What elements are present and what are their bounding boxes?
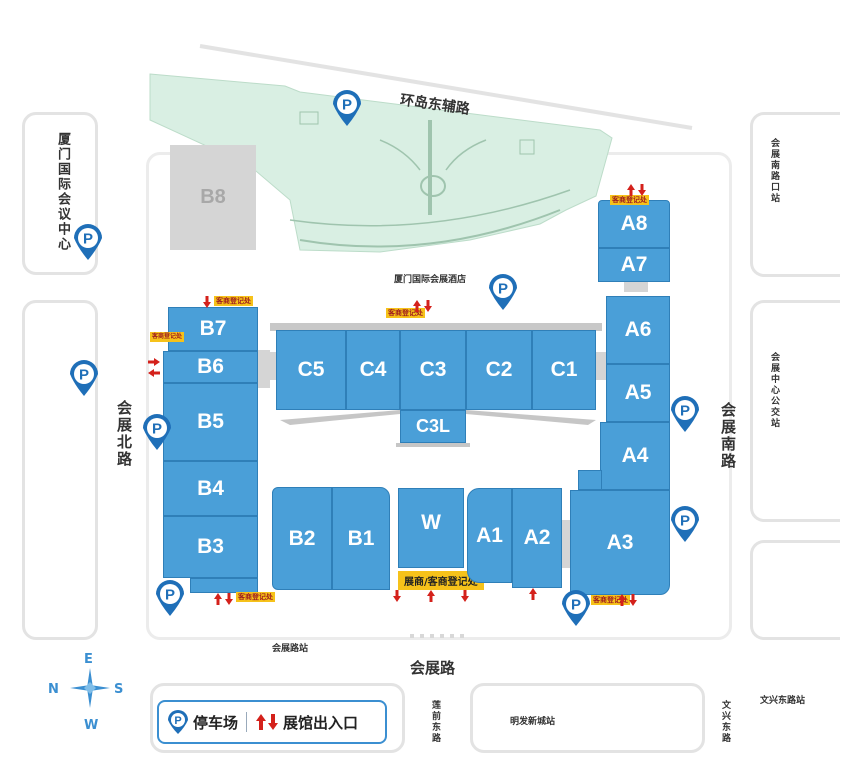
legend: P 停车场 展馆出入口	[157, 700, 387, 744]
hall-a6[interactable]: A6	[606, 296, 670, 364]
hall-a1-label: A1	[476, 523, 503, 547]
block-west	[22, 300, 98, 640]
hall-c5-label: C5	[297, 358, 325, 381]
hall-c4[interactable]: C4	[346, 330, 400, 410]
compass-rose	[70, 668, 110, 708]
block-south-mid	[470, 683, 705, 753]
compass-e: E	[84, 652, 93, 667]
road-east: 会展南路	[719, 402, 737, 470]
hall-c2[interactable]: C2	[466, 330, 532, 410]
hall-c3[interactable]: C3	[400, 330, 466, 410]
hall-a4[interactable]: A4	[600, 422, 670, 490]
hall-c3l[interactable]: C3L	[400, 410, 466, 443]
hall-b2[interactable]: B2	[272, 487, 332, 590]
c-roof	[270, 323, 602, 331]
legend-entrance-label: 展馆出入口	[283, 713, 359, 732]
hall-a4-label: A4	[621, 444, 649, 467]
hall-b1-label: B1	[347, 526, 375, 550]
road-west: 会展北路	[115, 400, 133, 468]
svg-text:P: P	[174, 715, 181, 727]
hall-w-label: W	[421, 511, 441, 534]
hall-b5[interactable]: B5	[163, 383, 258, 461]
hall-b8-label: B8	[200, 186, 226, 208]
hall-b7[interactable]: B7	[168, 307, 258, 351]
hall-a8[interactable]: A8	[598, 200, 670, 248]
compass-n: N	[48, 682, 59, 697]
hall-b1[interactable]: B1	[332, 487, 390, 590]
hall-a4-annex	[578, 470, 602, 490]
block-east-top	[750, 112, 840, 277]
hall-c3l-label: C3L	[415, 416, 450, 436]
hall-b7-label: B7	[199, 317, 227, 340]
hall-b3-label: B3	[197, 535, 224, 558]
c-east-annex	[596, 352, 608, 380]
legend-entrance-icon	[256, 714, 279, 730]
legend-parking-icon: P	[168, 710, 188, 734]
hall-b3-annex	[190, 578, 258, 593]
hall-a8-label: A8	[620, 212, 648, 235]
station-mingfa: 明发新城站	[510, 717, 556, 727]
hall-a1[interactable]: A1	[467, 488, 512, 583]
hall-a3-label: A3	[606, 530, 634, 554]
hall-b4-label: B4	[197, 476, 224, 500]
hall-a2[interactable]: A2	[512, 488, 562, 588]
hotel-label: 厦门国际会展酒店	[394, 275, 467, 285]
hall-c5[interactable]: C5	[276, 330, 346, 410]
compass-s: S	[114, 682, 124, 697]
conference-center-label: 厦门国际会议中心	[55, 132, 70, 252]
hall-c1-label: C1	[550, 358, 578, 381]
hall-c1[interactable]: C1	[532, 330, 596, 410]
a2-annex	[562, 520, 570, 568]
hall-b6-label: B6	[197, 355, 224, 378]
station-center-bus: 会展中心公交站	[769, 352, 779, 429]
hall-a7[interactable]: A7	[598, 248, 670, 282]
registration-tag-b7: 客商登记处	[214, 296, 253, 306]
registration-tag-c: 客商登记处	[386, 308, 425, 318]
registration-tag-b3: 客商登记处	[236, 592, 275, 602]
hall-b6[interactable]: B6	[163, 351, 258, 383]
hall-b5-label: B5	[197, 410, 224, 433]
registration-tag-b6: 客商登记处	[150, 332, 185, 342]
a7-annex	[624, 282, 648, 292]
hall-a2-label: A2	[523, 526, 551, 549]
c-west-annex	[262, 352, 276, 380]
compass-w: W	[84, 718, 99, 733]
hall-a5-label: A5	[624, 381, 652, 404]
hall-b2-label: B2	[288, 526, 316, 550]
registration-tag-a3: 客商登记处	[591, 595, 630, 605]
hall-a3[interactable]: A3	[570, 490, 670, 595]
hall-w[interactable]: W	[398, 488, 464, 568]
road-south: 会展路	[410, 659, 456, 677]
station-south-road-exit: 会展南路口站	[769, 138, 779, 204]
hall-a5[interactable]: A5	[606, 364, 670, 422]
block-east-bottom	[750, 540, 840, 640]
hall-c2-label: C2	[485, 358, 513, 381]
hall-b3[interactable]: B3	[163, 516, 258, 578]
hall-b4[interactable]: B4	[163, 461, 258, 516]
block-east-mid	[750, 300, 840, 522]
station-wenxing: 文兴东路站	[760, 696, 806, 706]
registration-tag-a8: 客商登记处	[610, 195, 649, 205]
hall-c3-label: C3	[419, 358, 447, 381]
hall-c4-label: C4	[359, 358, 387, 381]
registration-main: 展商/客商登记处	[398, 571, 484, 590]
road-lianqian: 莲前东路	[430, 700, 440, 744]
hall-b8[interactable]: B8	[170, 145, 256, 250]
station-huizhan-road: 会展路站	[272, 644, 309, 654]
road-wenxing: 文兴东路	[720, 700, 730, 744]
hall-a7-label: A7	[620, 253, 648, 276]
hall-a6-label: A6	[624, 318, 652, 341]
block-conference	[22, 112, 98, 275]
legend-divider	[246, 712, 248, 732]
legend-parking-label: 停车场	[193, 713, 239, 732]
